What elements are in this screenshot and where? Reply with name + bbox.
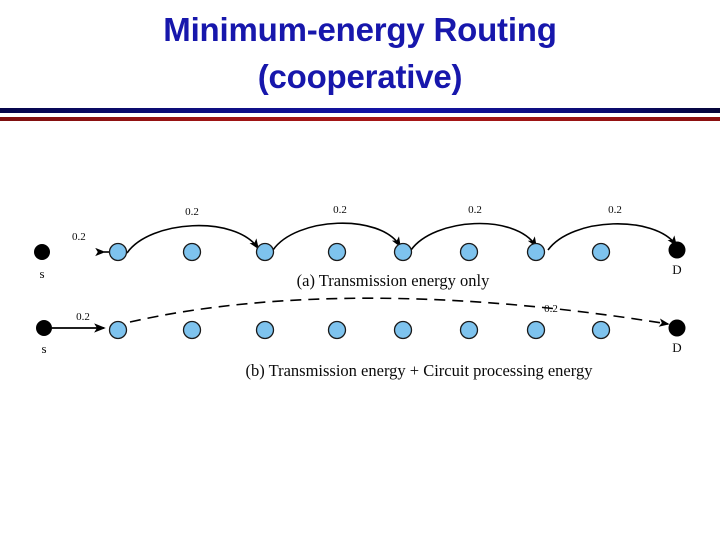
row-b-relay-node-7 [526, 320, 546, 340]
row-a-edge-3 [410, 222, 537, 251]
title-divider [0, 106, 720, 122]
page-title-line-2: (cooperative) [257, 58, 463, 95]
row-b-relay-node-5 [393, 320, 413, 340]
row-a-relay-node-5 [393, 242, 413, 262]
row-a-edge-4 [547, 223, 677, 251]
row-b-relay-node-1 [108, 320, 128, 340]
page-title-line-1: Minimum-energy Routing [163, 11, 557, 48]
row-a-relay-node-6 [459, 242, 479, 262]
row-b-relay-node-6 [459, 320, 479, 340]
row-a-relay-node-8 [591, 242, 611, 262]
row-a-hop-weight-3: 0.2 [468, 204, 482, 216]
row-a-edge-1 [126, 224, 259, 254]
row-a-source-label: s [39, 266, 44, 281]
row-b-hop-weight-1: 0.2 [544, 303, 558, 315]
row-a-relay-node-1 [108, 242, 128, 262]
row-a-source-weight: 0.2 [72, 231, 86, 243]
row-a-hop-weight-1: 0.2 [185, 206, 199, 218]
row-b-destination-label: D [672, 340, 681, 355]
row-a-source-node [34, 244, 50, 260]
row-a-relay-node-3 [255, 242, 275, 262]
row-a-destination-node [668, 241, 686, 259]
row-b-caption: (b) Transmission energy + Circuit proces… [246, 361, 594, 380]
row-a-relay-node-2 [182, 242, 202, 262]
routing-diagram: s 0.2 D 0.2 0.2 0.2 0.2 (a) Transmission… [0, 180, 720, 405]
row-b-relay-node-8 [591, 320, 611, 340]
row-a-hop-weight-4: 0.2 [608, 204, 622, 216]
row-a-relay-node-4 [327, 242, 347, 262]
row-a-group: s 0.2 D 0.2 0.2 0.2 0.2 (a) Transmission… [34, 204, 686, 290]
row-a-destination-label: D [672, 262, 681, 277]
row-b-edge-2 [129, 297, 670, 327]
row-b-source-weight: 0.2 [76, 311, 90, 323]
row-b-source-label: s [41, 341, 46, 356]
divider-bar-red [0, 117, 720, 121]
divider-bar-blue [0, 108, 720, 113]
row-a-hop-weight-2: 0.2 [333, 204, 347, 216]
routing-diagram-svg: s 0.2 D 0.2 0.2 0.2 0.2 (a) Transmission… [34, 204, 686, 380]
row-b-relay-node-2 [182, 320, 202, 340]
row-a-relay-node-7 [526, 242, 546, 262]
row-b-relay-node-3 [255, 320, 275, 340]
row-b-source-node [36, 320, 52, 336]
row-a-caption: (a) Transmission energy only [297, 271, 490, 290]
slide-title-block: Minimum-energy Routing (cooperative) [0, 0, 720, 105]
row-b-group: s 0.2 D 0.2 (b) Transmission energy + Ci… [36, 297, 686, 380]
row-a-edge-2 [272, 222, 401, 251]
row-b-relay-node-4 [327, 320, 347, 340]
row-b-destination-node [668, 319, 686, 337]
